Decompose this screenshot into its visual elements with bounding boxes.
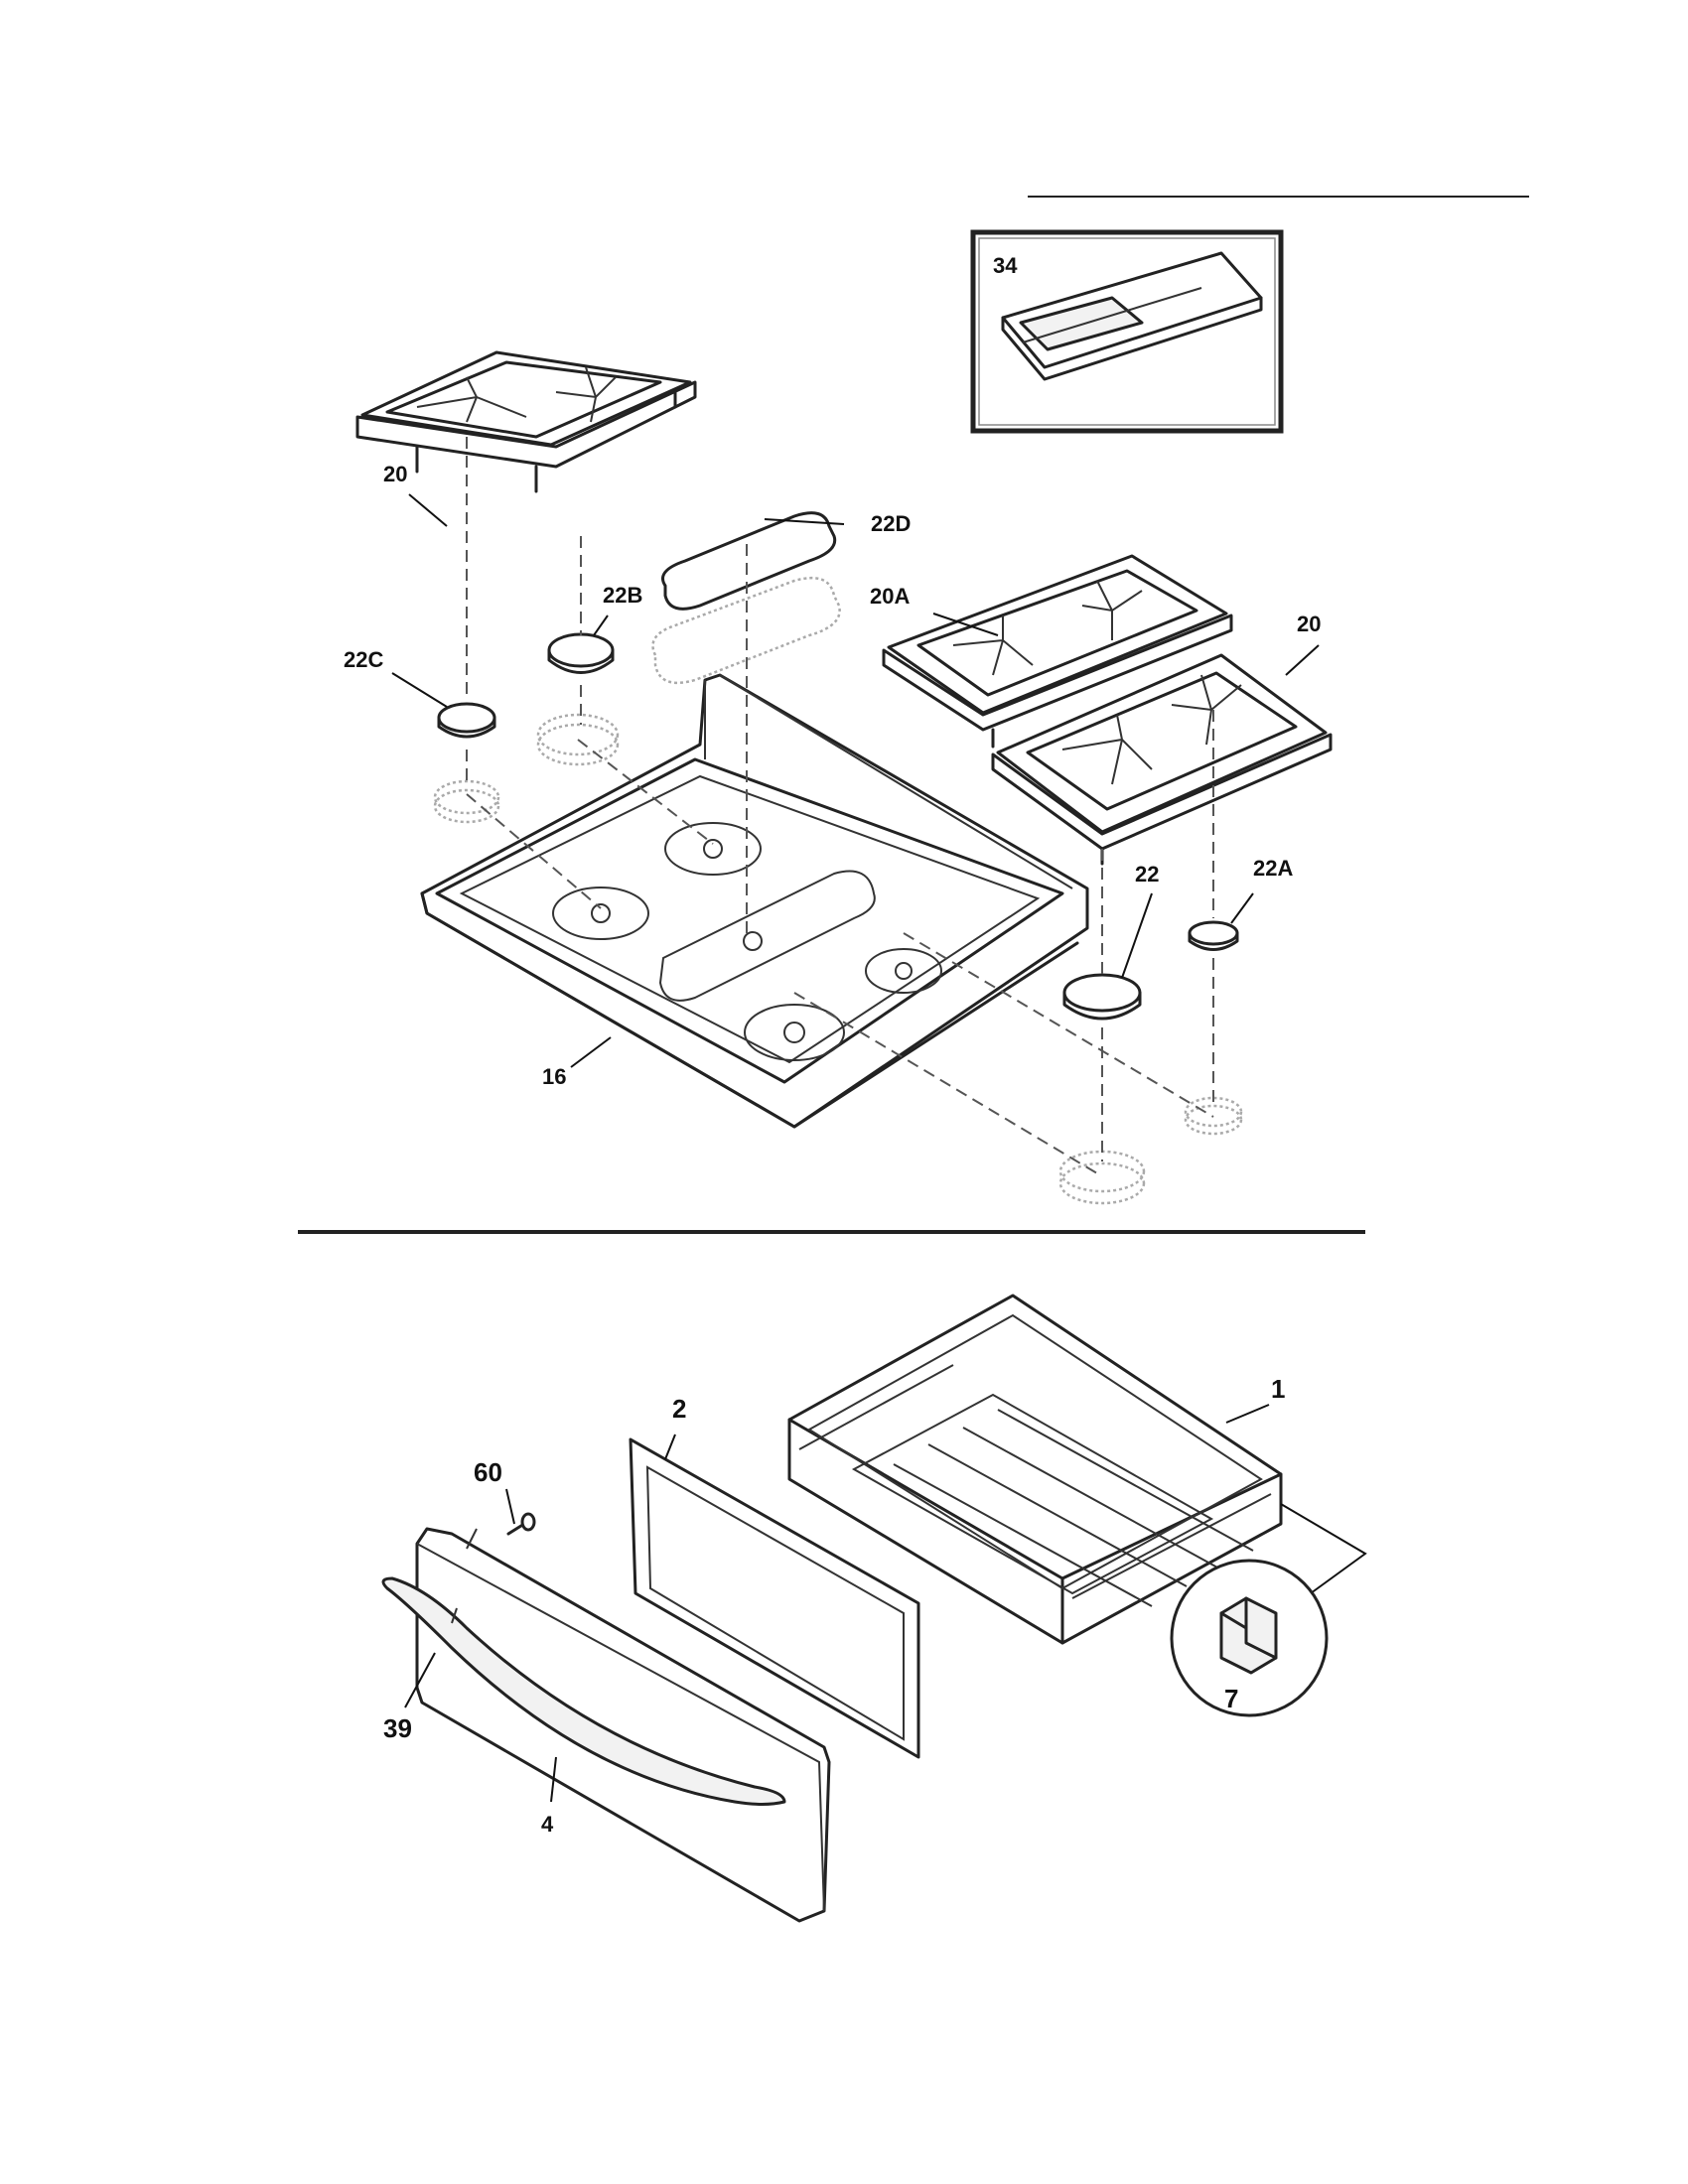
leader-lines xyxy=(391,493,1320,1803)
cooktop-body xyxy=(420,673,1089,1129)
griddle-inset xyxy=(970,229,1284,434)
drawer-body xyxy=(787,1294,1283,1645)
grate-20A xyxy=(882,554,1233,749)
inner-panel xyxy=(629,1437,920,1759)
label-22B: 22B xyxy=(603,583,642,608)
label-22: 22 xyxy=(1135,862,1159,887)
assembly-lines-top xyxy=(466,437,1214,1177)
cap-22A xyxy=(1184,920,1243,1136)
label-20A: 20A xyxy=(870,584,910,609)
cap-22C xyxy=(433,702,500,824)
label-20-right: 20 xyxy=(1297,612,1321,636)
label-16: 16 xyxy=(542,1064,566,1089)
label-39: 39 xyxy=(383,1713,412,1743)
cap-22D xyxy=(651,511,841,685)
label-22D: 22D xyxy=(871,511,911,536)
label-1: 1 xyxy=(1271,1374,1285,1404)
label-2: 2 xyxy=(672,1394,686,1424)
label-7: 7 xyxy=(1224,1684,1238,1713)
label-22C: 22C xyxy=(344,647,383,672)
glide-detail xyxy=(1170,1503,1367,1717)
label-4: 4 xyxy=(541,1812,554,1837)
label-34: 34 xyxy=(993,253,1018,278)
grate-left xyxy=(355,350,697,493)
cap-22B xyxy=(536,632,620,766)
screw-60 xyxy=(506,1512,536,1536)
label-22A: 22A xyxy=(1253,856,1293,881)
label-60: 60 xyxy=(474,1457,502,1487)
drawer-front xyxy=(381,1527,831,1923)
label-20-left: 20 xyxy=(383,462,407,486)
